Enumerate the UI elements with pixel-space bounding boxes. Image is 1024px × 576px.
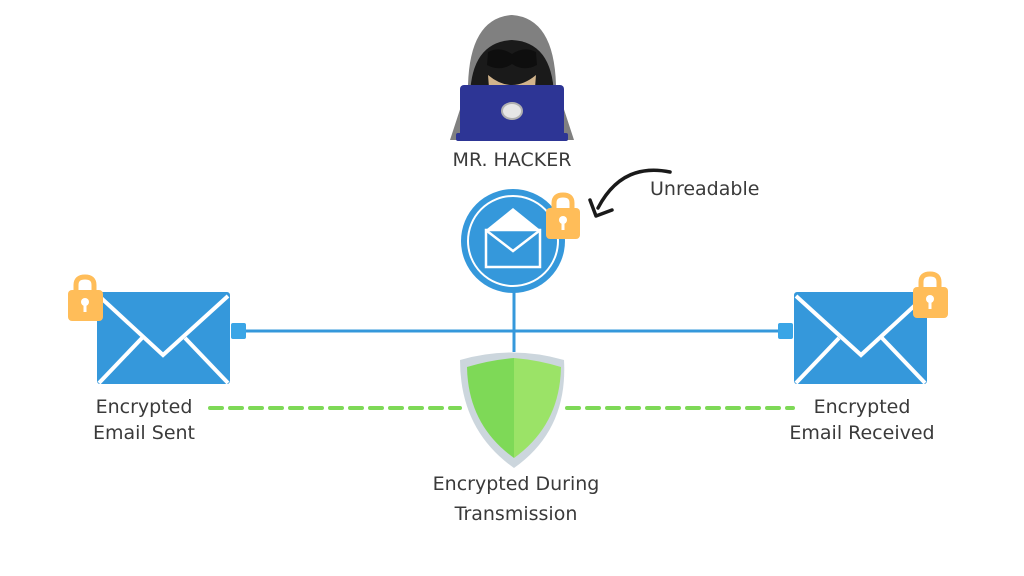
intercepted-email — [461, 189, 565, 293]
connector-left — [231, 323, 246, 339]
transit-label-line1: Encrypted During — [432, 473, 600, 495]
receiver-label-line2: Email Received — [789, 422, 935, 444]
sender-label-line1: Encrypted — [95, 396, 193, 418]
hacker-label: MR. HACKER — [452, 149, 572, 171]
sent-lock-icon — [68, 274, 103, 321]
received-envelope-icon — [794, 292, 927, 385]
sender-label-line2: Email Sent — [93, 422, 195, 444]
receiver-label-line1: Encrypted — [813, 396, 911, 418]
arrow-icon — [588, 168, 672, 218]
lock-icon — [546, 192, 580, 239]
unreadable-annotation: Unreadable — [650, 178, 760, 200]
received-lock-icon — [913, 271, 948, 318]
shield-icon — [460, 352, 565, 468]
transit-label-line2: Transmission — [454, 503, 578, 525]
hacker-figure — [450, 15, 574, 141]
open-envelope-icon — [484, 208, 542, 269]
connector-right — [778, 323, 793, 339]
sent-envelope-icon — [97, 292, 230, 385]
